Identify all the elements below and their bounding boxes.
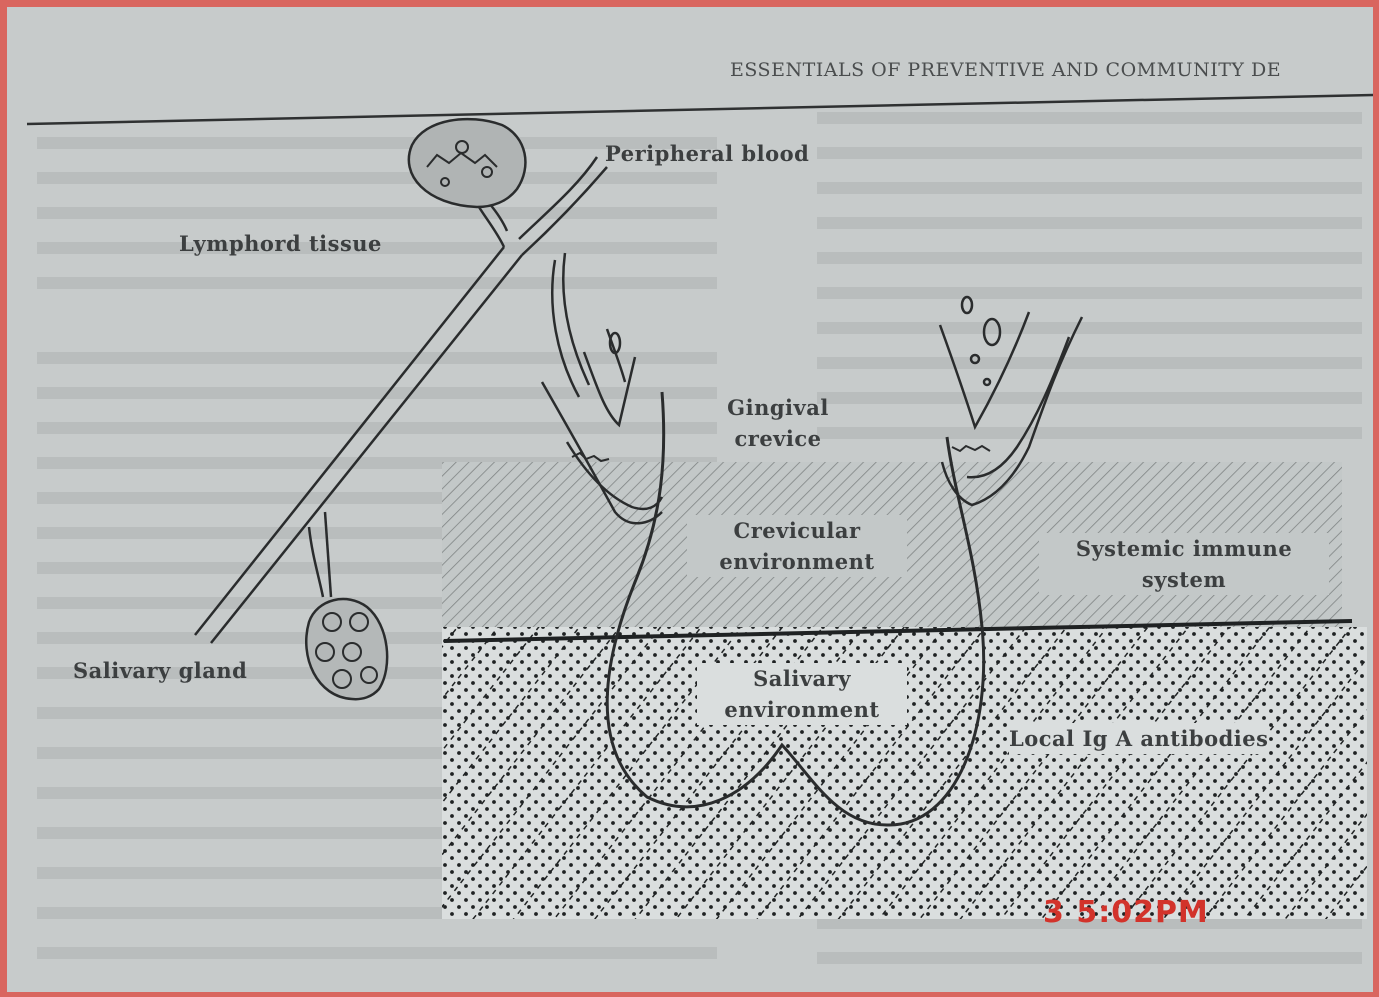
label-crevicular-environment: Crevicular environment: [687, 515, 907, 577]
label-lymphoid-tissue: Lymphord tissue: [179, 228, 382, 259]
camera-date-stamp: 3 5:02PM: [1043, 895, 1209, 930]
lymphoid-tissue-icon: [409, 119, 526, 207]
salivary-gland-icon: [306, 599, 387, 699]
label-local-iga-antibodies: Local Ig A antibodies: [1009, 723, 1268, 754]
label-systemic-immune-system: Systemic immune system: [1039, 533, 1329, 595]
label-gingival-crevice: Gingival crevice: [703, 392, 853, 454]
label-salivary-environment: Salivary environment: [697, 663, 907, 725]
book-page-photo: ESSENTIALS OF PREVENTIVE AND COMMUNITY D…: [7, 7, 1373, 992]
label-salivary-gland: Salivary gland: [73, 655, 247, 686]
label-peripheral-blood: Peripheral blood: [605, 138, 809, 169]
header-rule: [27, 95, 1373, 124]
